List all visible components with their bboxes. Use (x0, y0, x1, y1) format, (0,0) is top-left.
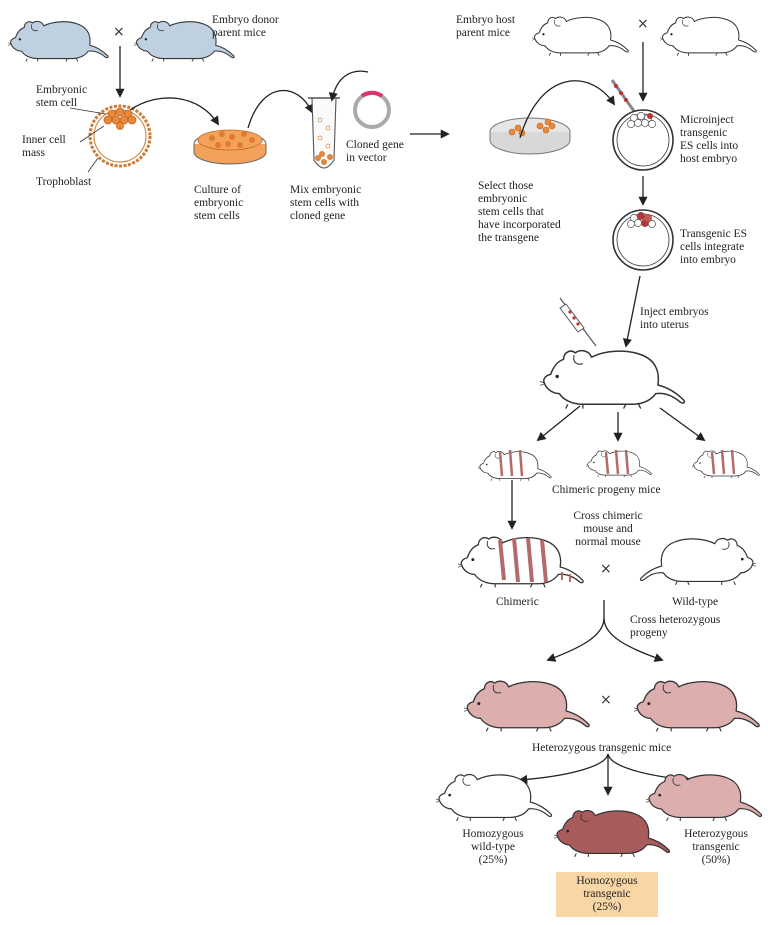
label-chimeric: Chimeric (496, 596, 539, 608)
label-select: Select those embryonic stem cells that h… (478, 180, 561, 244)
arrow-vector-to-tube (328, 70, 369, 102)
host-mouse-2 (660, 16, 757, 57)
label-inject-uterus: Inject embryos into uterus (640, 306, 709, 331)
label-trophoblast: Trophoblast (36, 176, 92, 188)
label-microinject: Microinject transgenic ES cells into hos… (680, 114, 739, 165)
arrow-progeny-1 (536, 405, 581, 442)
cross-merge-arrows (546, 600, 664, 662)
heterozygous-mouse-1 (464, 680, 590, 733)
label-inner-cell-mass: Inner cell mass (22, 134, 66, 159)
host-mouse-1 (532, 16, 629, 57)
chimeric-pup-2 (586, 449, 652, 478)
arrow-to-surrogate (622, 275, 641, 348)
cross-symbol-host: × (637, 16, 649, 32)
donor-blastocyst (88, 104, 152, 168)
heterozygous-mouse-2 (634, 680, 760, 733)
cross-symbol-donor: × (113, 24, 125, 40)
label-chimeric-progeny: Chimeric progeny mice (552, 484, 661, 496)
label-embryonic-stem-cell: Embryonic stem cell (36, 84, 88, 109)
label-integrate: Transgenic ES cells integrate into embry… (680, 228, 747, 266)
label-cross-chimeric: Cross chimeric mouse and normal mouse (573, 510, 643, 548)
label-embryo-donor: Embryo donor parent mice (212, 14, 279, 39)
donor-mouse-1 (8, 20, 109, 63)
label-cloned-gene: Cloned gene in vector (346, 139, 404, 164)
heterozygous-transgenic-mouse (646, 773, 763, 822)
chimeric-adult-mouse (458, 536, 584, 589)
cloned-gene-vector (353, 90, 391, 129)
pipette-cells (614, 84, 628, 102)
label-hetero-transgenic: Heterozygous transgenic (50%) (684, 828, 748, 866)
label-culture: Culture of embryonic stem cells (194, 184, 244, 222)
host-embryo-integrated (612, 209, 674, 271)
chimeric-pup-1 (478, 449, 552, 482)
arrow-to-tube (247, 89, 314, 129)
homozygous-transgenic-mouse (554, 809, 671, 858)
wild-type-adult-mouse (640, 539, 757, 585)
cross-symbol-hetero: × (600, 692, 612, 708)
label-cross-hetero: Cross heterozygous progeny (630, 614, 721, 639)
arrow-progeny-3 (659, 407, 706, 442)
chimeric-pup-3 (692, 449, 760, 479)
arrow-to-culture (129, 97, 219, 126)
host-embryo-injected (612, 109, 674, 171)
mixing-tube (308, 97, 340, 169)
cross-symbol-chimeric: × (600, 561, 612, 577)
label-homo-transgenic: Homozygous transgenic (25%) (556, 872, 658, 917)
leader-stem-cell (69, 107, 107, 115)
leader-inner-cell-mass (79, 125, 105, 143)
label-mix: Mix embryonic stem cells with cloned gen… (290, 184, 362, 222)
homozygous-wild-type-mouse (436, 773, 553, 822)
label-homo-wild: Homozygous wild-type (25%) (462, 828, 524, 866)
selection-dish (489, 117, 571, 155)
surrogate-mother-mouse (540, 349, 686, 410)
arrow-selection-to-inject (519, 80, 616, 139)
label-hetero-mice: Heterozygous transgenic mice (532, 742, 672, 754)
label-embryo-host: Embryo host parent mice (456, 14, 516, 39)
label-wild-type: Wild-type (672, 596, 719, 608)
culture-dish (193, 129, 267, 165)
leader-trophoblast (87, 157, 99, 173)
syringe (559, 297, 597, 347)
